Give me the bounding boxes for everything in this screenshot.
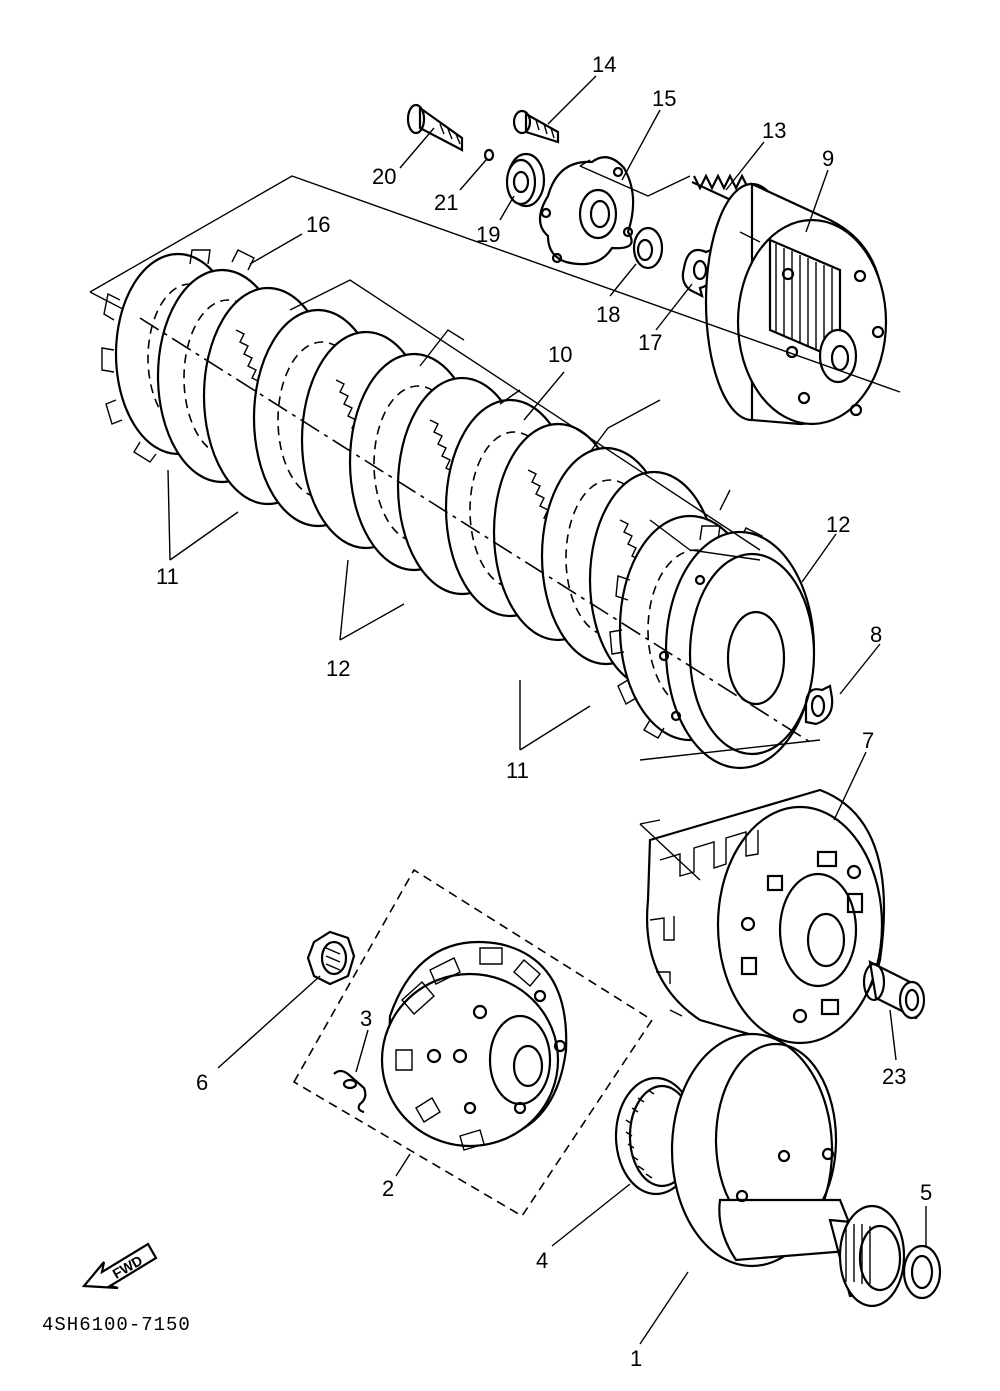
part-label-18: 17	[638, 330, 662, 355]
primary-drive-1	[670, 1032, 906, 1308]
part-label-23: 23	[882, 1064, 906, 1089]
pressure-plate-9	[704, 182, 888, 426]
part-label-9: 9	[822, 146, 834, 171]
carrier-group-2	[292, 868, 654, 1218]
plate-brackets	[139, 279, 821, 761]
part-label-20: 19	[476, 222, 500, 247]
spring-3	[333, 1069, 367, 1114]
clutch-plate-stack	[101, 249, 763, 742]
pin-22	[483, 148, 495, 162]
leader-lines	[217, 75, 927, 1345]
part-labels: 14 15 13 9 20 21 19 16 18 17 10 12 8 11 …	[156, 52, 932, 1371]
part-label-12: 12	[326, 656, 350, 681]
leader-lines-lower	[167, 469, 591, 751]
part-label-1: 1	[630, 1346, 642, 1371]
part-label-22: 21	[434, 190, 458, 215]
part-label-16: 15	[652, 86, 676, 111]
pressure-plate-13	[658, 530, 816, 770]
push-plate-16	[538, 156, 635, 266]
part-label-2: 2	[382, 1176, 394, 1201]
diagram-code: 4SH6100-7150	[42, 1314, 191, 1336]
collar-23	[862, 960, 926, 1020]
part-label-4: 4	[536, 1248, 548, 1273]
part-label-17: 16	[306, 212, 330, 237]
part-label-5: 5	[920, 1180, 932, 1205]
part-label-8: 8	[870, 622, 882, 647]
part-label-19: 18	[596, 302, 620, 327]
nut-19	[632, 226, 664, 270]
part-label-7: 7	[862, 728, 874, 753]
part-label-14: 13	[762, 118, 786, 143]
nut-6	[306, 930, 356, 986]
part-label-3: 3	[360, 1006, 372, 1031]
part-label-13: 12	[826, 512, 850, 537]
washer-5	[902, 1244, 942, 1300]
part-label-11-left: 11	[156, 564, 179, 589]
part-label-11-right: 11	[506, 758, 529, 783]
clutch-housing-7	[639, 788, 886, 1045]
bolt-21	[406, 103, 464, 152]
bolt-15	[512, 109, 560, 144]
part-label-6: 6	[196, 1070, 208, 1095]
part-label-10: 10	[548, 342, 572, 367]
circlip-8	[804, 684, 834, 726]
fwd-arrow-icon: FWD	[81, 1242, 158, 1290]
bearing-20	[505, 152, 546, 208]
part-label-21: 20	[372, 164, 396, 189]
part-label-15: 14	[592, 52, 616, 77]
